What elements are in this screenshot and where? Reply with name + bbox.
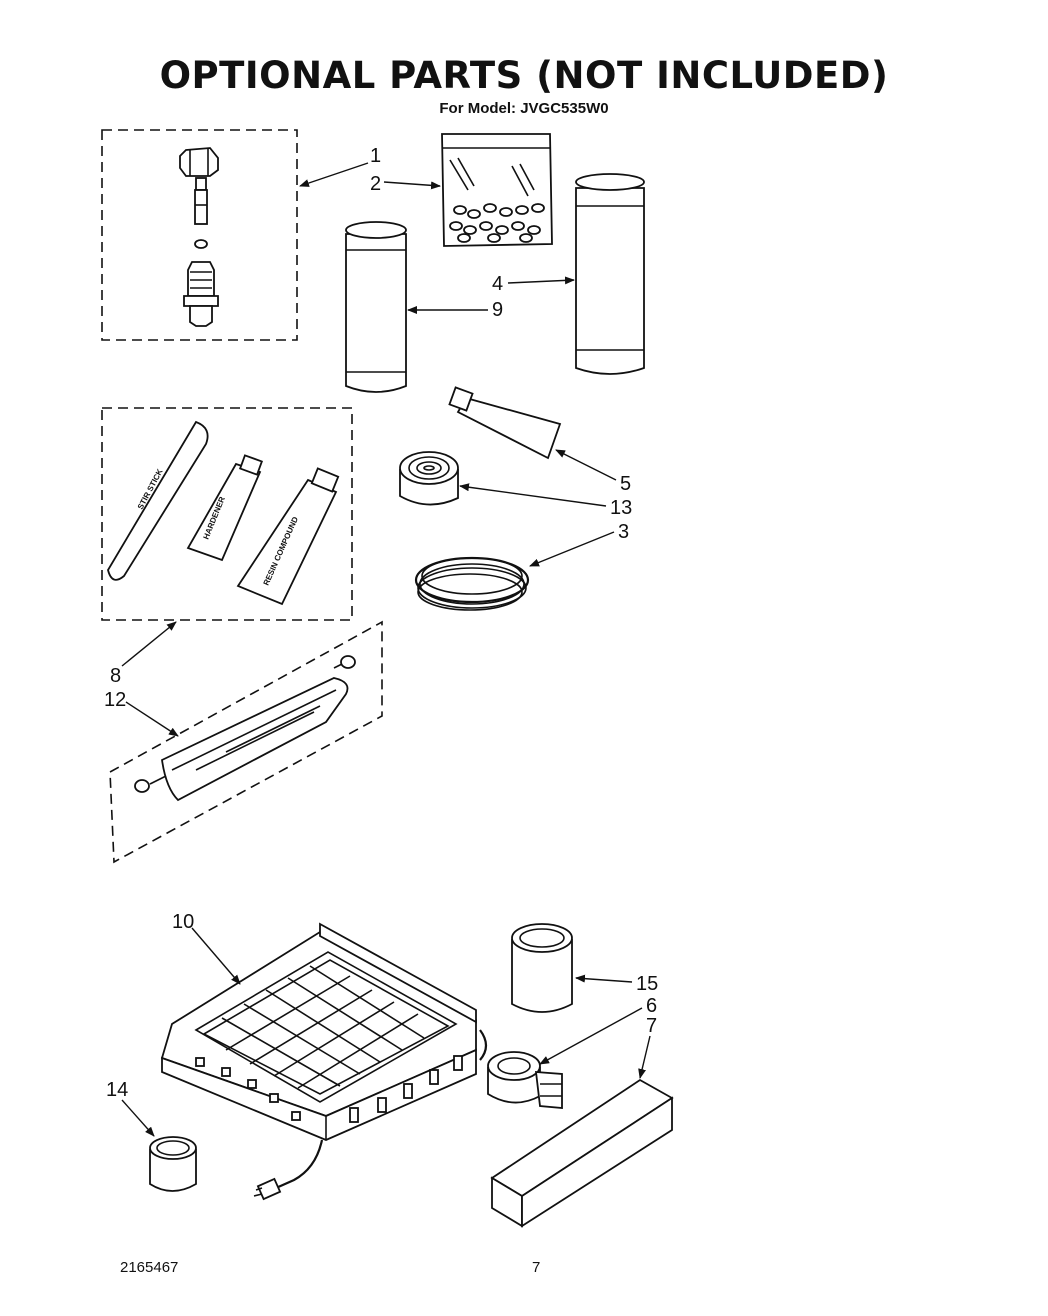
- arrow-12: [125, 701, 179, 737]
- page-number: 7: [532, 1259, 540, 1276]
- spray-can-part-4: [575, 173, 645, 375]
- arrow-8: [121, 621, 177, 667]
- arrow-5: [555, 449, 617, 481]
- resin-repair-kit-part-8: STIR STICK HARDENER RESIN COMPOUND: [101, 407, 353, 621]
- callout-2: 2: [370, 173, 381, 195]
- arrow-13: [459, 483, 607, 507]
- nuts-cluster: [449, 203, 545, 243]
- arrow-3: [529, 531, 615, 567]
- tube-part-5: [448, 386, 562, 460]
- arrow-15: [575, 974, 633, 983]
- callout-1: 1: [370, 145, 381, 167]
- callout-3: 3: [618, 521, 629, 543]
- callout-5: 5: [620, 473, 631, 495]
- arrow-7: [638, 1035, 651, 1079]
- cover-assembly-part-12: [109, 620, 383, 864]
- grill-element-part-10: [160, 922, 488, 1201]
- arrow-14: [121, 1099, 155, 1137]
- arrow-10: [191, 927, 241, 985]
- insulation-block-part-7: [490, 1078, 674, 1228]
- callout-4: 4: [492, 273, 503, 295]
- callout-7: 7: [646, 1015, 657, 1037]
- tape-roll-part-13: [399, 451, 459, 506]
- arrow-2: [383, 181, 441, 190]
- callout-10: 10: [172, 911, 194, 933]
- callout-8: 8: [110, 665, 121, 687]
- arrow-1: [299, 162, 369, 187]
- arrow-6: [539, 1007, 643, 1065]
- callout-9: 9: [492, 299, 503, 321]
- document-number: 2165467: [120, 1259, 178, 1276]
- hardener-tube: HARDENER: [186, 454, 264, 562]
- callout-6: 6: [646, 995, 657, 1017]
- model-subtitle: For Model: JVGC535W0: [439, 100, 608, 117]
- wire-coil-part-3: [414, 556, 530, 611]
- bag-of-nuts-part-2: [441, 133, 553, 247]
- arrow-4: [507, 276, 575, 285]
- callout-13: 13: [610, 497, 632, 519]
- callout-12: 12: [104, 689, 126, 711]
- can-part-14: [149, 1136, 197, 1192]
- fitting-kit-part-1: [101, 129, 298, 341]
- stir-stick: STIR STICK: [107, 420, 209, 581]
- callout-14: 14: [106, 1079, 128, 1101]
- spray-can-part-9: [345, 221, 407, 393]
- can-part-15: [511, 923, 573, 1013]
- tape-roll-part-6: [487, 1051, 563, 1109]
- callout-15: 15: [636, 973, 658, 995]
- page-title: OPTIONAL PARTS (NOT INCLUDED): [160, 54, 889, 97]
